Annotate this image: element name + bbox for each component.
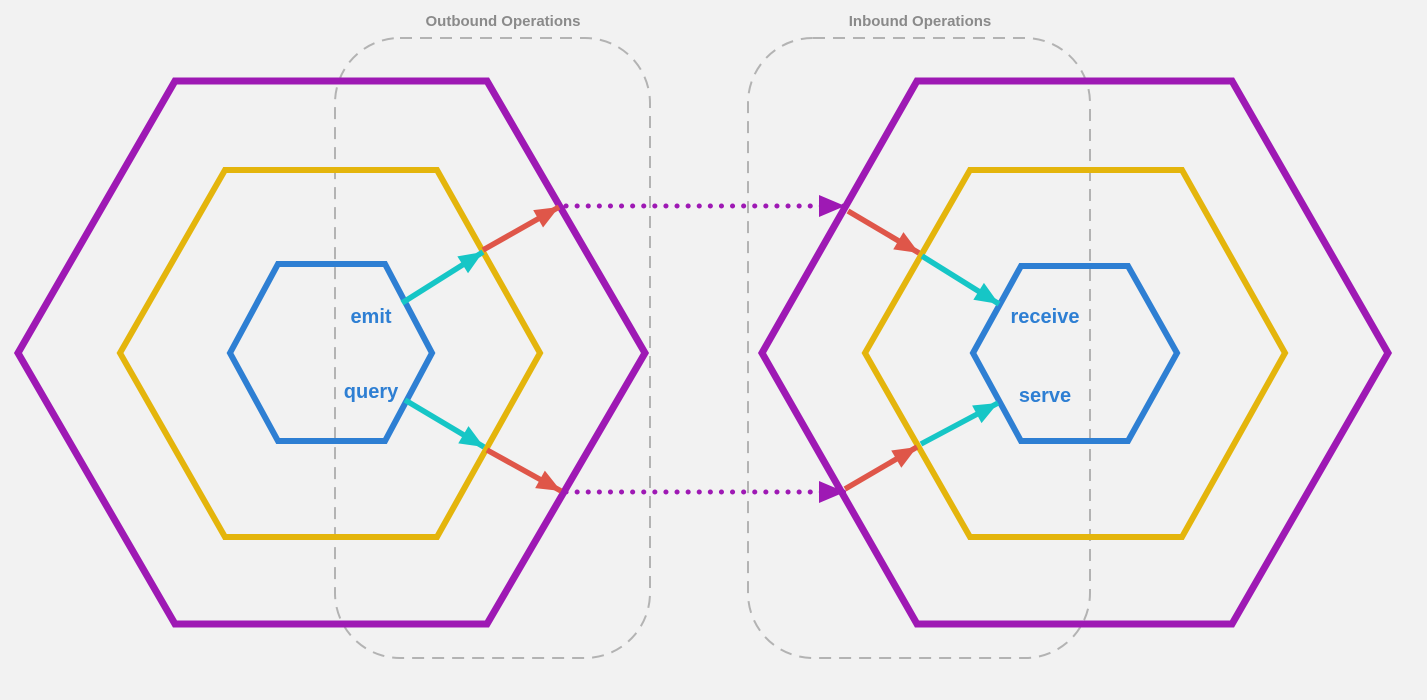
- port-label-query: query: [344, 381, 399, 403]
- port-label-serve: serve: [1019, 385, 1071, 407]
- emit-arrow-inner-to-middle: [400, 249, 485, 306]
- right-outer-hexagon: [757, 77, 1393, 628]
- inbound-group-label: Inbound Operations: [849, 13, 992, 30]
- left-inner-hexagon: [226, 261, 436, 444]
- left-middle-hexagon: [116, 167, 544, 540]
- inbound-group-boundary: [747, 37, 1091, 659]
- emit-arrow-middle-to-outer: [481, 204, 561, 253]
- right-inner-hexagon: [969, 263, 1181, 444]
- emit-to-receive-flow: [400, 195, 1001, 307]
- serve-arrow-middle-to-inner: [919, 400, 1000, 447]
- port-label-receive: receive: [1011, 306, 1080, 328]
- left-outer-hexagon: [13, 77, 650, 628]
- right-middle-hexagon: [861, 167, 1289, 540]
- receive-arrow-middle-to-inner: [920, 253, 1001, 307]
- serve-arrow-outer-to-middle: [843, 444, 919, 492]
- port-label-emit: emit: [350, 306, 391, 328]
- query-arrow-inner-to-middle: [403, 397, 486, 450]
- right-component: receive serve: [757, 77, 1393, 628]
- outbound-group: Outbound Operations: [334, 13, 651, 659]
- query-to-serve-flow: [403, 397, 1000, 503]
- outbound-group-label: Outbound Operations: [426, 13, 581, 30]
- left-component: emit query: [13, 77, 650, 628]
- receive-arrow-outer-to-middle: [846, 208, 921, 256]
- inbound-group: Inbound Operations: [747, 13, 1091, 659]
- outbound-group-boundary: [334, 37, 651, 659]
- query-arrow-middle-to-outer: [485, 447, 563, 494]
